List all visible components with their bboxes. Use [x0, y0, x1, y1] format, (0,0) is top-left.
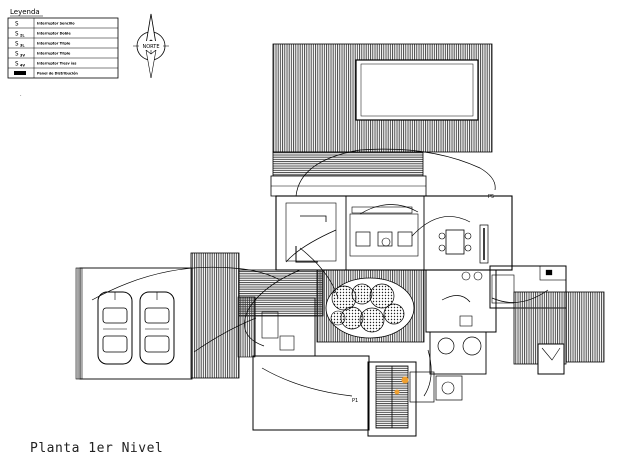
legend-symbol: S — [15, 31, 19, 38]
legend-label: Interruptor Triple — [37, 42, 71, 46]
svg-text:.: . — [20, 92, 22, 98]
legend-symbol: S — [15, 21, 19, 28]
north-arrow: NORTE — [133, 13, 169, 79]
wiring — [91, 148, 549, 397]
legend-title: Leyenda — [10, 8, 40, 16]
label-p5: P5 — [488, 194, 494, 200]
courtyard — [316, 269, 425, 343]
legend-symbol-sub: 2L — [20, 34, 25, 38]
legend-label: Interruptor Doble — [37, 32, 71, 36]
staircase — [375, 365, 409, 429]
roof-left — [190, 252, 324, 379]
plan-title: Planta 1er Nivel — [30, 441, 163, 456]
legend-symbol: S — [15, 51, 19, 58]
roof-east — [513, 291, 605, 375]
legend-symbol-sub: 4V — [20, 64, 25, 68]
car-right — [139, 291, 175, 365]
legend-label: Interruptor Triple — [37, 52, 71, 56]
highlight-marker — [401, 376, 409, 384]
legend-label: Interruptor Sencillo — [37, 22, 75, 26]
legend-label: Interruptor Tresv ías — [37, 62, 76, 66]
garage — [75, 267, 193, 380]
legend-symbol-sub: 3L — [20, 44, 25, 48]
label-p1: P1 — [352, 398, 358, 404]
legend-symbol-sub: 3V — [20, 54, 25, 58]
north-label: NORTE — [143, 44, 160, 50]
panel-symbol — [14, 71, 26, 75]
terrace-roof — [270, 43, 493, 197]
legend-symbol: S — [15, 61, 19, 68]
legend-label: Panel de Distribución — [37, 72, 78, 76]
car-left — [97, 291, 133, 365]
legend-symbol: S — [15, 41, 19, 48]
pool — [355, 59, 479, 121]
